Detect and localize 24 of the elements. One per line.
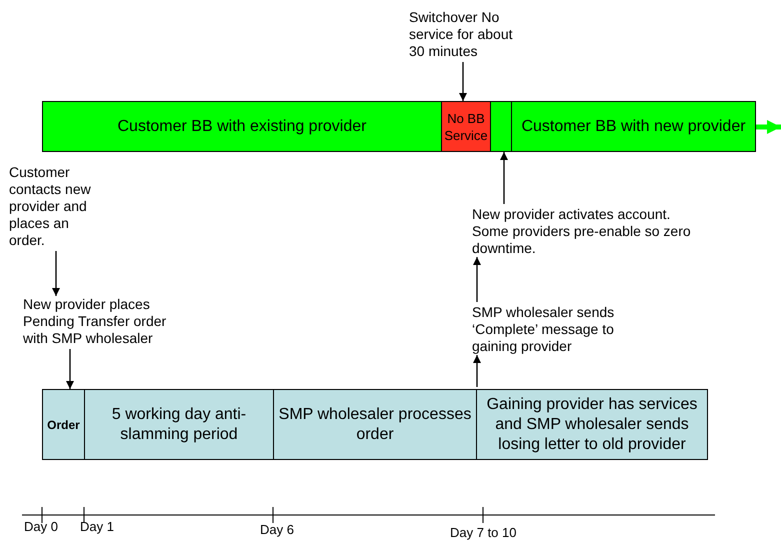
timeline-bar-segment	[490, 101, 512, 152]
phase-box: Gaining provider has services and SMP wholesaler sends losing letter to old provider	[476, 389, 708, 460]
day-label: Day 0	[24, 519, 58, 534]
arrow	[473, 257, 481, 302]
outage-segment: No BB Service	[441, 101, 491, 152]
timeline-bar-segment: Customer BB with new provider	[511, 101, 756, 152]
arrow	[756, 120, 781, 134]
timeline-bar-segment: Customer BB with existing provider	[42, 101, 442, 152]
arrow	[52, 251, 60, 296]
arrow	[66, 349, 74, 389]
phase-box: Order	[42, 389, 85, 460]
annotation-text: New provider places Pending Transfer order with SMP wholesaler	[23, 296, 183, 347]
annotation-text: New provider activates account. Some providers pre-enable so zero downtime.	[472, 206, 704, 257]
phase-box: SMP wholesaler processes order	[273, 389, 477, 460]
day-label: Day 6	[260, 522, 294, 537]
arrow	[500, 152, 508, 204]
day-label: Day 1	[80, 519, 114, 534]
arrow	[459, 62, 467, 101]
annotation-text: Switchover No service for about 30 minutes	[409, 9, 521, 60]
day-label: Day 7 to 10	[450, 525, 516, 540]
phase-box: 5 working day anti-slamming period	[84, 389, 274, 460]
arrow	[473, 355, 481, 387]
annotation-text: SMP wholesaler sends ‘Complete’ message to gaining provider	[472, 304, 632, 355]
annotation-text: Customer contacts new provider and places an order.	[9, 164, 93, 249]
